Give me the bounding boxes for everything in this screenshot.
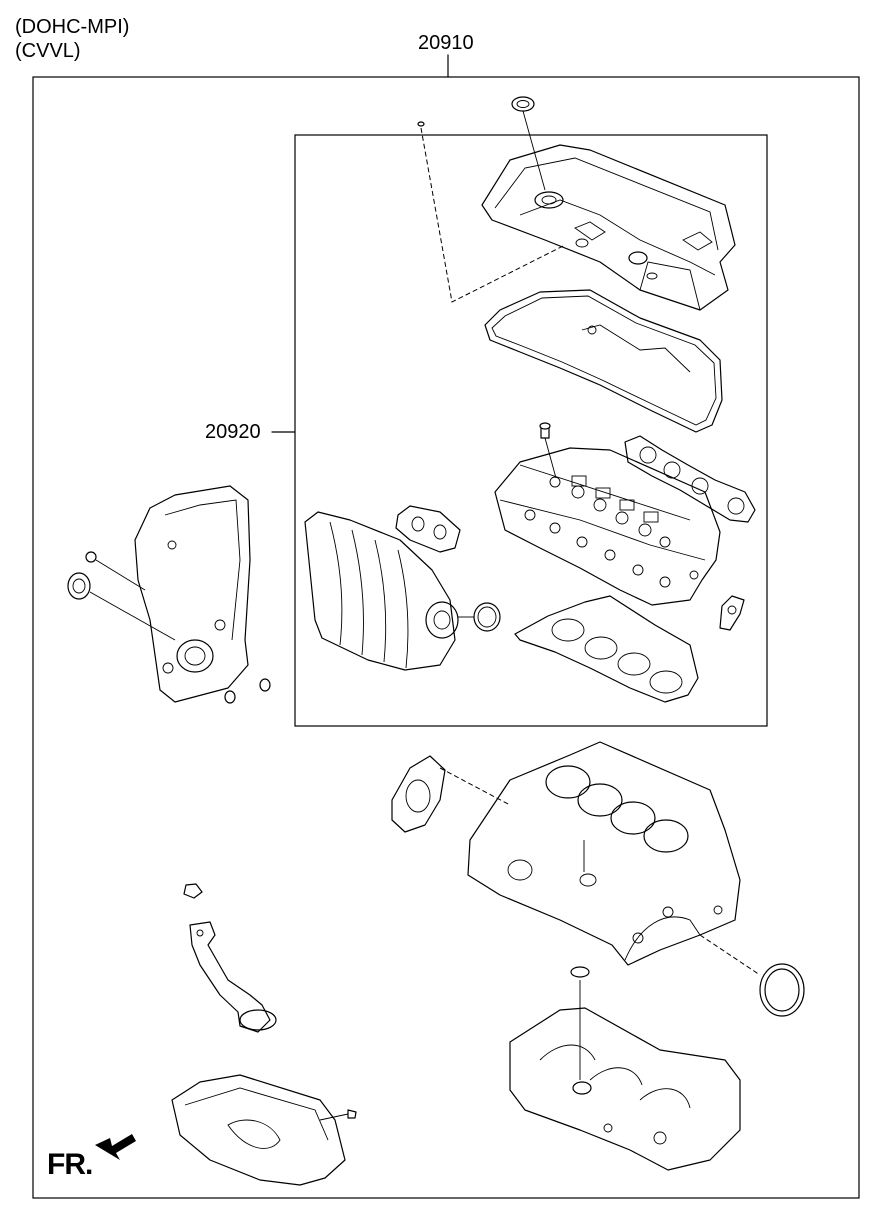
engine-type-label: (DOHC-MPI) (CVVL) bbox=[15, 16, 129, 64]
exhaust-manifold-gasket[interactable] bbox=[624, 435, 756, 523]
block-o-rings[interactable] bbox=[570, 840, 590, 1080]
throttle-body-gasket[interactable] bbox=[458, 602, 501, 632]
engine-type-line-1: (DOHC-MPI) bbox=[15, 16, 130, 38]
timing-chain-cover[interactable] bbox=[134, 485, 251, 703]
oil-strainer[interactable] bbox=[183, 883, 277, 1033]
rear-crankshaft-seal[interactable] bbox=[699, 934, 805, 1017]
intake-manifold[interactable] bbox=[304, 511, 459, 671]
front-direction-label: FR. bbox=[47, 1148, 93, 1181]
rocker-cover-gasket[interactable] bbox=[484, 289, 723, 433]
rocker-cover[interactable] bbox=[481, 144, 736, 311]
callout-20910[interactable]: 20910 bbox=[418, 32, 474, 54]
engine-type-line-2: (CVVL) bbox=[15, 40, 81, 62]
o-ring[interactable] bbox=[85, 551, 146, 591]
callout-20920[interactable]: 20920 bbox=[205, 421, 261, 443]
cover-plugs[interactable] bbox=[224, 678, 271, 704]
front-direction-arrow-icon bbox=[95, 1134, 136, 1160]
front-crankshaft-seal[interactable] bbox=[67, 572, 176, 641]
cylinder-head-gasket[interactable] bbox=[514, 595, 699, 703]
outer-kit-boundary bbox=[32, 54, 860, 1199]
water-pump-gasket[interactable] bbox=[391, 755, 511, 833]
oil-pan[interactable] bbox=[171, 1074, 357, 1186]
thermostat-housing-gasket[interactable] bbox=[719, 595, 745, 631]
intake-manifold-gasket[interactable] bbox=[395, 505, 461, 553]
head-bolt[interactable] bbox=[539, 422, 557, 479]
oil-filler-seal[interactable] bbox=[511, 96, 546, 191]
inner-kit-boundary bbox=[271, 134, 768, 727]
cylinder-block[interactable] bbox=[467, 741, 741, 966]
pcv-grommet[interactable] bbox=[417, 121, 566, 303]
cylinder-head[interactable] bbox=[494, 447, 721, 606]
lower-crankcase[interactable] bbox=[509, 1007, 741, 1171]
